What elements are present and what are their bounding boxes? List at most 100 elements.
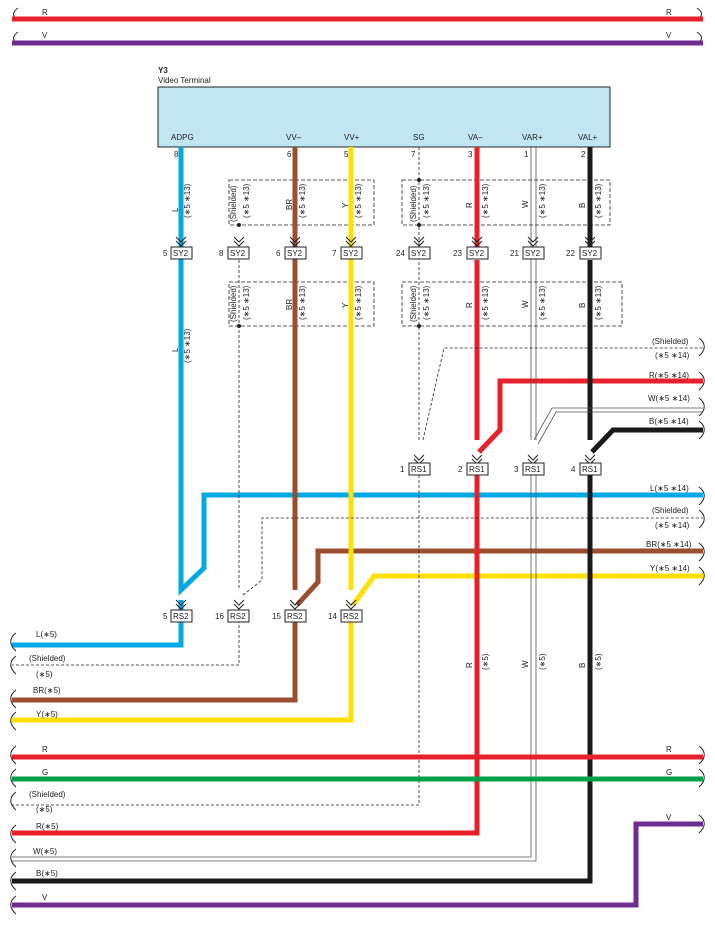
left-breaks <box>10 632 17 731</box>
wire-label: W <box>521 660 530 668</box>
connector-pin: 21 <box>510 249 519 258</box>
wire-w <box>12 147 703 862</box>
component-body <box>157 86 611 148</box>
wire-note: (∗5 ∗13) <box>354 183 363 218</box>
wire-label: Y <box>341 202 350 208</box>
connector-pin: 22 <box>566 249 575 258</box>
harness-wires <box>12 147 703 884</box>
wire-note: (∗5 ∗13) <box>242 183 251 218</box>
wire-label: (Shielded) <box>229 285 238 322</box>
wire-label: BR <box>285 199 294 210</box>
connector-label: SY2 <box>525 249 541 258</box>
connector-label: SY2 <box>287 249 303 258</box>
wire-b-mid <box>587 260 703 454</box>
wire-label: (∗5 ∗14) <box>655 351 690 360</box>
wire-label: B <box>578 303 587 308</box>
right-labels: (Shielded) (∗5 ∗14) R(∗5 ∗14) W(∗5 ∗14) … <box>646 337 692 573</box>
wire-label: V <box>42 893 48 902</box>
terminal-pin: 3 <box>468 150 473 159</box>
connector-pin: 16 <box>215 612 224 621</box>
wire-label: R <box>42 8 48 17</box>
terminal-pin: 6 <box>287 150 292 159</box>
wire-label: G <box>666 768 672 777</box>
wire-label: L(∗5) <box>36 630 57 639</box>
terminal-pin: 8 <box>174 150 179 159</box>
wire-r-down <box>12 470 480 836</box>
left-labels: L(∗5) (Shielded) (∗5) BR(∗5) Y(∗5) <box>29 630 66 719</box>
wire-note: (∗5 ∗13) <box>538 285 547 320</box>
wire-label: L <box>171 207 180 212</box>
wire-label: Y <box>341 302 350 308</box>
wire-label: R(∗5) <box>36 822 59 831</box>
connector-pin: 5 <box>163 249 168 258</box>
wire-note: (∗5 ∗13) <box>354 285 363 320</box>
terminal-name: VV– <box>286 133 302 142</box>
wire-br-left <box>12 610 298 703</box>
wire-note: (∗5 ∗13) <box>298 183 307 218</box>
terminal-pin: 1 <box>524 150 529 159</box>
connector-pin: 4 <box>571 465 576 474</box>
wire-v-bottom <box>12 821 703 908</box>
wire-label: B(∗5) <box>36 869 58 878</box>
wire-note: (∗5) <box>481 653 490 670</box>
wire-label: R <box>465 662 474 668</box>
shield-dots <box>237 178 421 328</box>
wire-label: Y(∗5) <box>36 710 58 719</box>
connector-label: SY2 <box>230 249 246 258</box>
connector-rs2: RS2 16 <box>215 609 250 623</box>
bottom-wires: R R G G (Shielded) (∗5) R(∗5) W(∗5) B(∗5… <box>12 745 703 908</box>
connector-label: RS1 <box>411 465 427 474</box>
wire-note: (∗5) <box>538 653 547 670</box>
connector-label: SY2 <box>411 249 427 258</box>
wire-label: R <box>42 745 48 754</box>
connector-pin: 3 <box>514 465 519 474</box>
wire-label: V <box>666 813 672 822</box>
wire-label: R <box>465 202 474 208</box>
wire-label: V <box>42 31 48 40</box>
connector-pin: 14 <box>328 612 337 621</box>
wire-label: R <box>666 8 672 17</box>
wire-label: B <box>578 663 587 668</box>
wire-note: (∗5 ∗13) <box>481 285 490 320</box>
terminal-name: VA– <box>468 133 483 142</box>
bottom-breaks <box>10 745 705 915</box>
wire-note: (∗5 ∗13) <box>298 285 307 320</box>
wire-y-right <box>350 573 703 607</box>
wire-label: (∗5) <box>36 670 53 679</box>
wire-label: (Shielded) <box>29 654 66 663</box>
connector-label: SY2 <box>469 249 485 258</box>
wire-label: (∗5) <box>36 805 53 814</box>
terminal-name: VAL+ <box>578 133 598 142</box>
wire-label: W(∗5) <box>33 847 57 856</box>
wire-note: (∗5 ∗13) <box>183 328 192 363</box>
connector-label: RS1 <box>525 465 541 474</box>
wire-label: W <box>521 300 530 308</box>
wire-br-right <box>295 548 703 607</box>
wire-note: (∗5 ∗13) <box>242 285 251 320</box>
terminal-pin: 2 <box>581 150 586 159</box>
terminal-name: VAR+ <box>522 133 543 142</box>
top-wires: R R V V <box>12 7 703 46</box>
right-breaks <box>698 337 705 586</box>
wire-label: (Shielded) <box>29 790 66 799</box>
connector-pin: 8 <box>219 249 224 258</box>
connector-sy2: SY2 5 <box>163 246 193 260</box>
connector-rs2: RS2 15 <box>272 609 307 623</box>
vertical-labels-seg1: L (∗5 ∗13) (Shielded) (∗5 ∗13) BR (∗5 ∗1… <box>171 183 603 222</box>
wire-l <box>178 147 703 596</box>
video-terminal: Y3 Video Terminal ADPG VV– VV+ SG VA– VA… <box>157 66 611 159</box>
vertical-labels-seg2: L (∗5 ∗13) (Shielded) (∗5 ∗13) BR (∗5 ∗1… <box>171 285 603 363</box>
shielded-wires <box>12 147 703 806</box>
wire-note: (∗5) <box>594 653 603 670</box>
terminal-pin: 7 <box>411 150 416 159</box>
rs2-connectors: RS2 5 RS2 16 RS2 15 RS2 14 <box>163 609 363 623</box>
wire-note: (∗5 ∗13) <box>183 183 192 218</box>
terminal-pin: 5 <box>344 150 349 159</box>
wire-label: B <box>578 203 587 208</box>
terminal-name: VV+ <box>344 133 360 142</box>
component-id: Y3 <box>158 66 168 75</box>
connector-pin: 15 <box>272 612 281 621</box>
connector-sy2: SY2 8 <box>219 246 250 260</box>
wire-label: BR <box>285 299 294 310</box>
